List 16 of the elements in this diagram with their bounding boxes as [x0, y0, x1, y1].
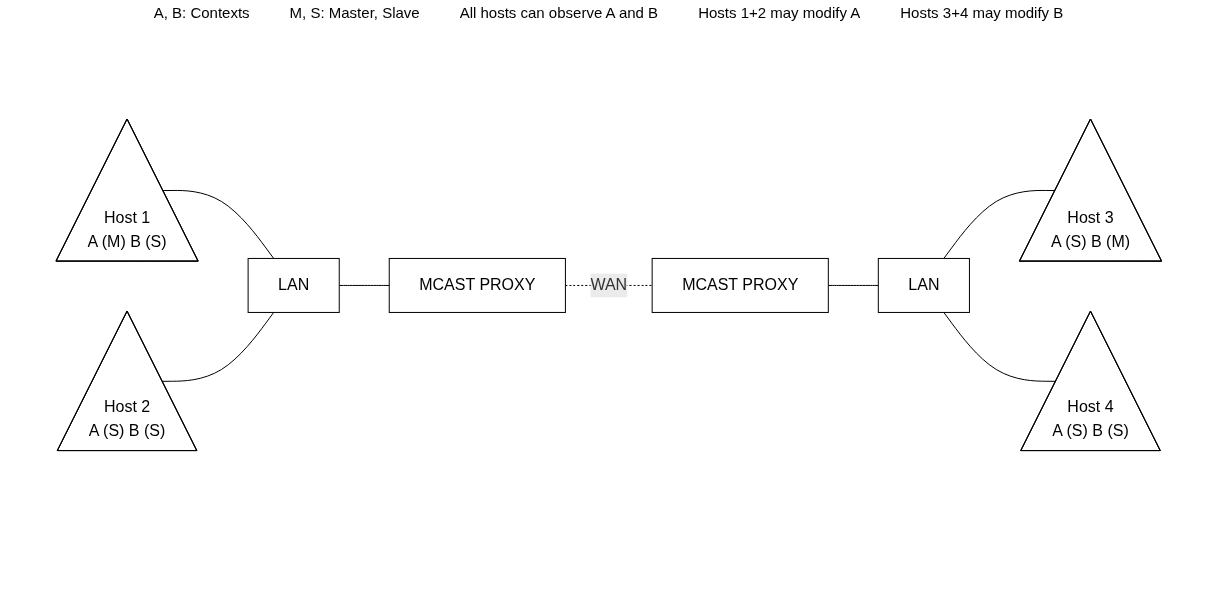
node-box: MCAST PROXY [388, 258, 566, 314]
connector [162, 190, 274, 260]
connector [827, 285, 879, 287]
note-text: Hosts 3+4 may modify B [900, 4, 1064, 21]
connector [943, 190, 1056, 260]
node-box: LAN [247, 258, 340, 314]
edge-label: WAN [590, 276, 627, 294]
node-box: LAN [877, 258, 970, 314]
connector [161, 312, 274, 383]
node-box: MCAST PROXY [651, 258, 829, 314]
note-text: All hosts can observe A and B [459, 4, 659, 21]
note-text: A, B: Contexts [153, 4, 250, 21]
connector [943, 312, 1057, 383]
note-text: M, S: Master, Slave [289, 4, 420, 21]
note-text: Hosts 1+2 may modify A [698, 4, 861, 21]
connector [338, 285, 390, 287]
